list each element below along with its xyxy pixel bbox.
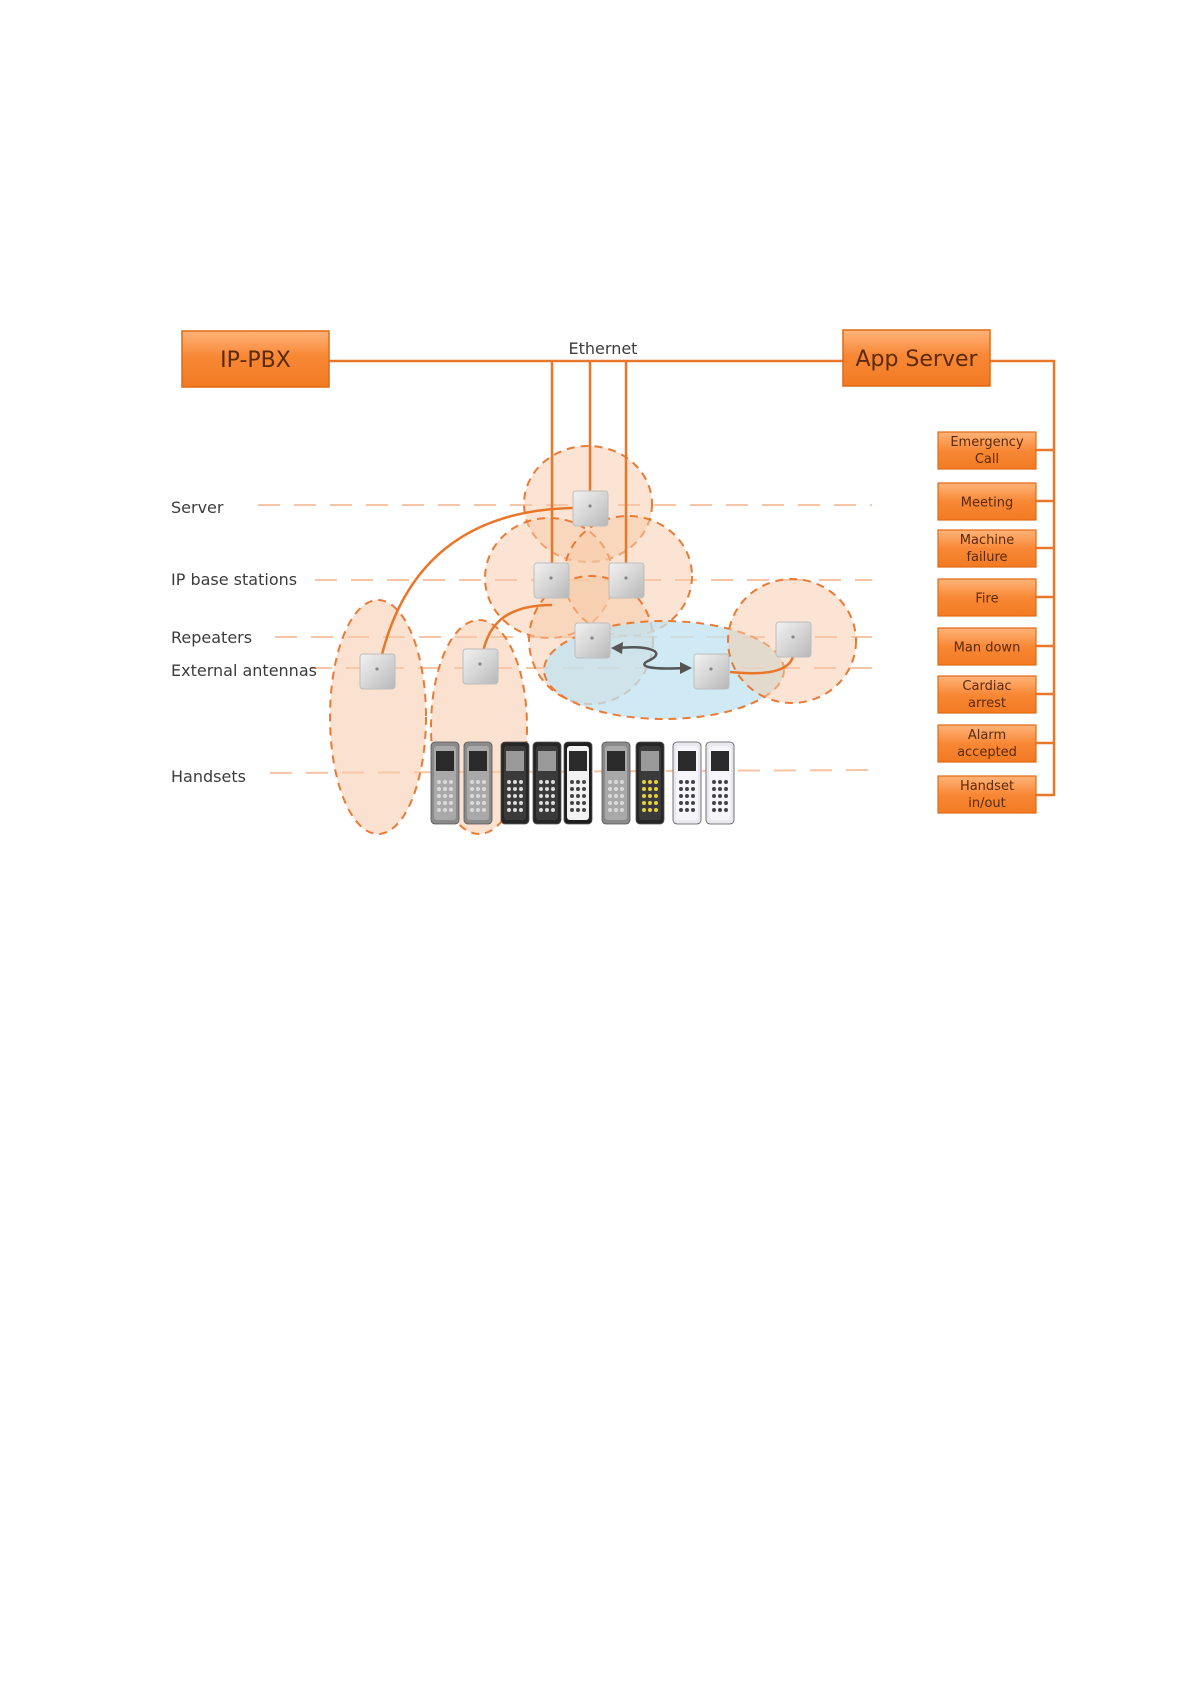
coverage-area-external-antenna-left — [330, 600, 426, 834]
repeater-center — [575, 623, 610, 658]
handset — [533, 742, 561, 824]
handset — [431, 742, 459, 824]
alarm-box-label: in/out — [968, 796, 1006, 811]
alarm-boxes: EmergencyCallMeetingMachinefailureFireMa… — [938, 432, 1036, 813]
handset — [673, 742, 701, 824]
alarm-box-label: Machine — [960, 533, 1014, 548]
level-label-handsets: Handsets — [171, 767, 246, 786]
alarm-box-label: arrest — [968, 696, 1006, 711]
app-server-box: App Server — [843, 330, 990, 386]
level-label-external-antennas: External antennas — [171, 661, 317, 680]
alarm-box-label: Meeting — [961, 496, 1013, 511]
level-label-repeaters: Repeaters — [171, 628, 252, 647]
alarm-box-label: Alarm — [968, 728, 1006, 743]
repeater-far-right — [776, 622, 811, 657]
level-labels: Server IP base stations Repeaters Extern… — [171, 498, 317, 786]
app-server-label: App Server — [855, 347, 978, 372]
alarm-box: Machine failure — [938, 530, 1036, 567]
ip-pbx-label: IP-PBX — [220, 348, 291, 373]
alarm-box-label: accepted — [957, 745, 1017, 760]
ethernet-label: Ethernet — [569, 339, 638, 358]
level-label-ip-base-stations: IP base stations — [171, 570, 297, 589]
alarm-box: Fire — [938, 579, 1036, 616]
handset — [602, 742, 630, 824]
handset — [636, 742, 664, 824]
handset — [706, 742, 734, 824]
repeater-blue-zone — [694, 654, 729, 689]
ip-pbx-box: IP-PBX — [182, 331, 329, 387]
external-antenna-left — [360, 654, 395, 689]
alarm-box: Alarm accepted — [938, 725, 1036, 762]
alarm-box-label: failure — [966, 550, 1007, 565]
alarm-box: Man down — [938, 628, 1036, 665]
alarm-box-label: Fire — [975, 592, 998, 607]
alarm-box: Cardiac arrest — [938, 676, 1036, 713]
server-device — [573, 491, 608, 526]
handset — [501, 742, 529, 824]
base-station-right — [609, 563, 644, 598]
alarm-box-label: Man down — [954, 641, 1021, 656]
alarm-box: Meeting — [938, 483, 1036, 520]
alarm-box-label: Handset — [960, 779, 1014, 794]
alarm-box-label: Cardiac — [962, 679, 1011, 694]
level-label-server: Server — [171, 498, 224, 517]
handset — [564, 742, 592, 824]
alarm-box-label: Call — [975, 452, 999, 467]
external-antenna-right — [463, 649, 498, 684]
handsets — [431, 742, 734, 824]
base-station-left — [534, 563, 569, 598]
alarm-box: Handset in/out — [938, 776, 1036, 813]
alarm-box-label: Emergency — [950, 435, 1024, 450]
handset — [464, 742, 492, 824]
